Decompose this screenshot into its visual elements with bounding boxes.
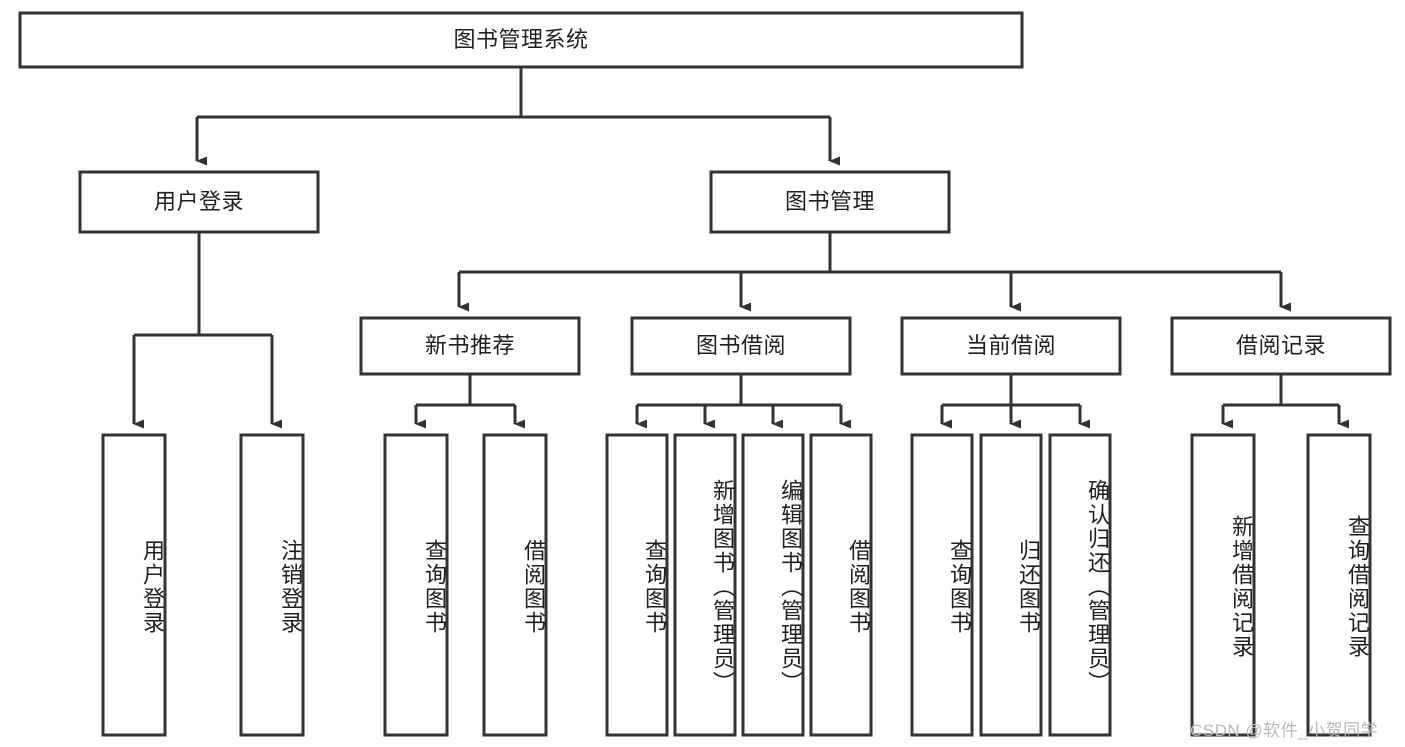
node-box-leaf-query-book-borrow[interactable]: [605, 433, 669, 737]
node-box-leaf-query-book-rec[interactable]: [383, 433, 449, 737]
node-box-user-login[interactable]: [78, 170, 320, 234]
node-box-leaf-add-borrow-record[interactable]: [1190, 433, 1256, 737]
node-box-new-book-recommend[interactable]: [359, 316, 581, 376]
node-box-leaf-add-book-admin[interactable]: [673, 433, 737, 737]
node-box-leaf-query-borrow-record[interactable]: [1306, 433, 1372, 737]
watermark-text: CSDN @软件_小贺同学: [1190, 721, 1379, 740]
node-box-leaf-confirm-return-admin[interactable]: [1048, 433, 1112, 737]
node-box-current-borrow[interactable]: [900, 316, 1122, 376]
node-box-leaf-user-login[interactable]: [101, 433, 167, 737]
node-box-leaf-user-logout[interactable]: [239, 433, 305, 737]
node-box-borrow-records[interactable]: [1170, 316, 1392, 376]
node-box-leaf-query-book-current[interactable]: [910, 433, 974, 737]
node-box-leaf-borrow-book[interactable]: [809, 433, 873, 737]
connector-layer: [132, 67, 1349, 429]
node-box-book-management[interactable]: [709, 170, 951, 234]
box-layer: [18, 11, 1392, 737]
node-box-root[interactable]: [18, 11, 1024, 69]
node-box-leaf-edit-book-admin[interactable]: [741, 433, 805, 737]
node-box-leaf-borrow-book-rec[interactable]: [482, 433, 548, 737]
node-box-book-borrow[interactable]: [630, 316, 852, 376]
node-box-leaf-return-book[interactable]: [979, 433, 1043, 737]
